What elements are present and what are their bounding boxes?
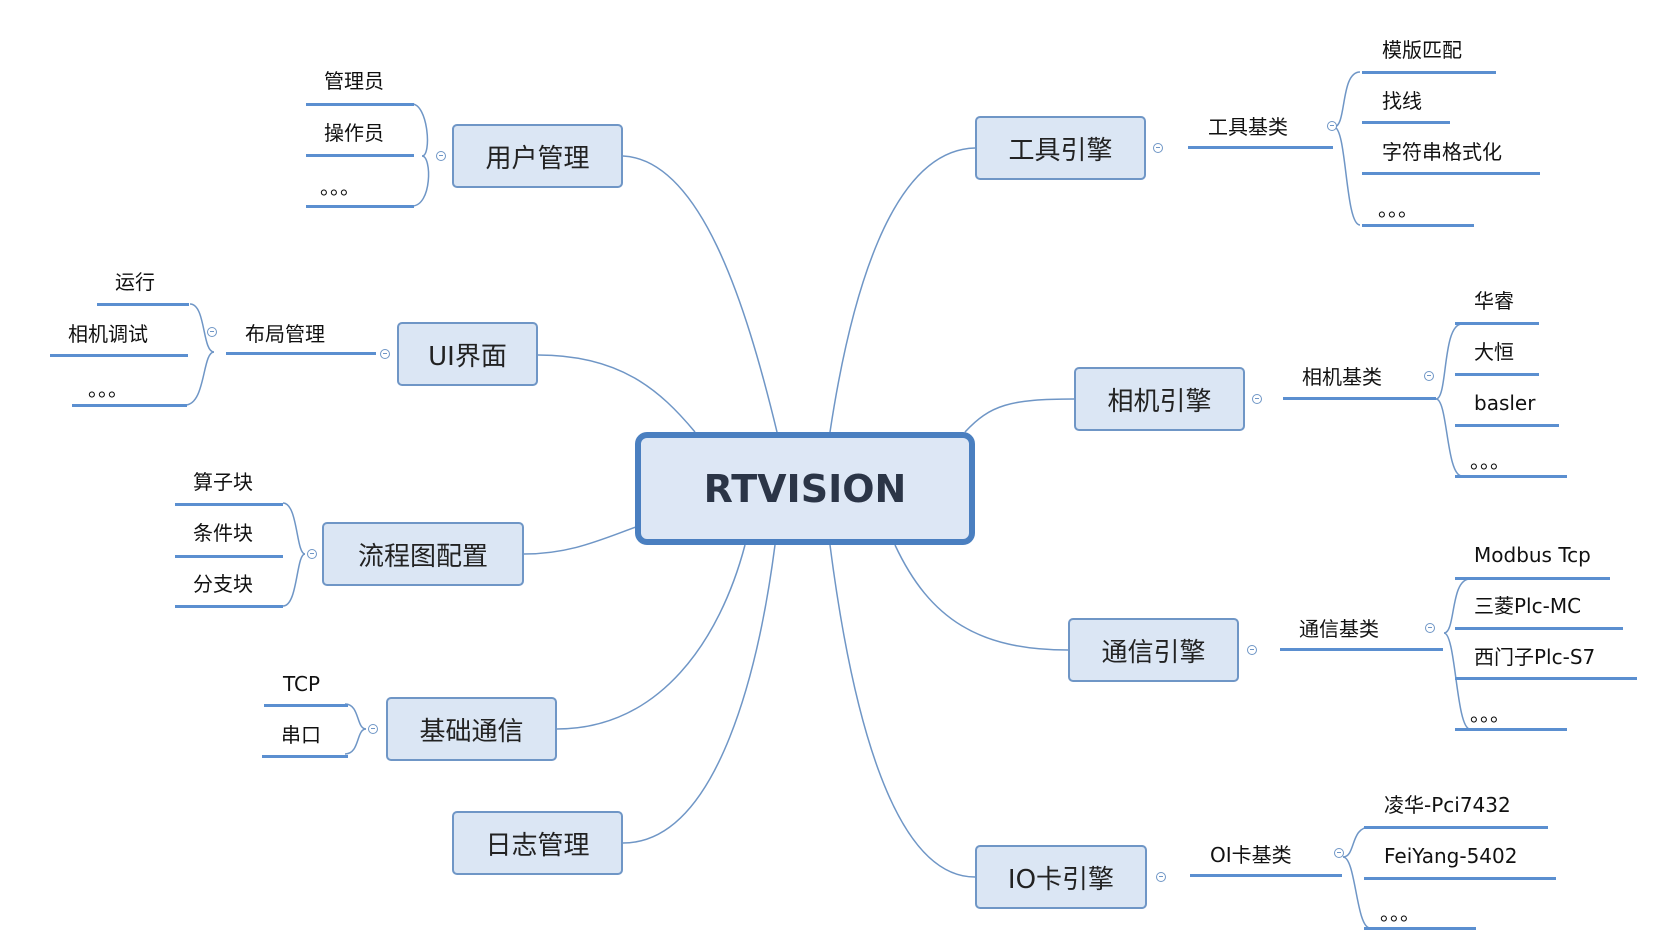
- collapse-icon[interactable]: [368, 724, 378, 734]
- leaf-underline: [306, 154, 414, 157]
- leaf-huarui[interactable]: 华睿: [1474, 289, 1514, 313]
- sub-io-card-base[interactable]: OI卡基类: [1210, 843, 1292, 867]
- sub-underline: [1280, 648, 1443, 651]
- leaf-adlink-pci7432[interactable]: 凌华-Pci7432: [1384, 793, 1511, 817]
- leaf-underline: [97, 303, 189, 306]
- leaf-underline: [1362, 172, 1540, 175]
- collapse-icon[interactable]: [1425, 623, 1435, 633]
- leaf-admin[interactable]: 管理员: [324, 69, 384, 93]
- leaf-condition-block[interactable]: 条件块: [193, 521, 253, 545]
- collapse-icon[interactable]: [207, 327, 217, 337]
- sub-underline: [1283, 397, 1436, 400]
- leaf-underline: [1455, 677, 1637, 680]
- link-user: [622, 155, 778, 433]
- leaf-underline: [1455, 475, 1567, 478]
- leaf-operator[interactable]: 操作员: [324, 121, 384, 145]
- collapse-icon[interactable]: [380, 349, 390, 359]
- sub-underline: [1190, 874, 1342, 877]
- sub-communication-base[interactable]: 通信基类: [1299, 617, 1379, 641]
- sub-layout-management[interactable]: 布局管理: [245, 322, 325, 346]
- node-tool-engine[interactable]: 工具引擎: [975, 116, 1146, 180]
- leaf-underline: [264, 704, 348, 707]
- leaf-underline: [1364, 826, 1548, 829]
- leaf-branch-block[interactable]: 分支块: [193, 572, 253, 596]
- node-camera-engine[interactable]: 相机引擎: [1074, 367, 1245, 431]
- leaf-more[interactable]: 。。。: [88, 377, 128, 401]
- sub-underline: [1188, 146, 1333, 149]
- leaf-string-format[interactable]: 字符串格式化: [1382, 140, 1502, 164]
- leaf-underline: [50, 354, 188, 357]
- leaf-basler[interactable]: basler: [1474, 391, 1536, 415]
- leaf-mitsubishi-plc[interactable]: 三菱Plc-MC: [1474, 594, 1582, 618]
- link-io: [829, 544, 976, 878]
- link-flow: [523, 526, 637, 555]
- leaf-underline: [1455, 627, 1623, 630]
- leaf-underline: [1362, 224, 1474, 227]
- leaf-siemens-plc[interactable]: 西门子Plc-S7: [1474, 645, 1596, 669]
- link-comm: [556, 544, 746, 730]
- leaf-underline: [1364, 927, 1476, 930]
- collapse-icon[interactable]: [1327, 121, 1337, 131]
- root-node[interactable]: RTVISION: [635, 432, 975, 545]
- leaf-find-line[interactable]: 找线: [1382, 89, 1422, 113]
- leaf-daheng[interactable]: 大恒: [1474, 340, 1514, 364]
- link-ui: [537, 354, 696, 433]
- node-user-management[interactable]: 用户管理: [452, 124, 623, 188]
- node-flowchart-config[interactable]: 流程图配置: [322, 522, 524, 586]
- leaf-tcp[interactable]: TCP: [283, 672, 321, 696]
- leaf-underline: [175, 605, 283, 608]
- leaf-underline: [1455, 577, 1610, 580]
- collapse-icon[interactable]: [1153, 143, 1163, 153]
- collapse-icon[interactable]: [307, 549, 317, 559]
- sub-underline: [226, 352, 376, 355]
- leaf-underline: [1362, 121, 1450, 124]
- leaf-underline: [72, 404, 187, 407]
- node-log-management[interactable]: 日志管理: [452, 811, 623, 875]
- leaf-camera-debug[interactable]: 相机调试: [68, 322, 148, 346]
- link-commengine: [894, 544, 1069, 651]
- node-communication-engine[interactable]: 通信引擎: [1068, 618, 1239, 682]
- sub-tool-base[interactable]: 工具基类: [1208, 115, 1288, 139]
- collapse-icon[interactable]: [436, 151, 446, 161]
- leaf-operator-block[interactable]: 算子块: [193, 470, 253, 494]
- sub-camera-base[interactable]: 相机基类: [1302, 365, 1382, 389]
- collapse-icon[interactable]: [1156, 872, 1166, 882]
- collapse-icon[interactable]: [1247, 645, 1257, 655]
- leaf-modbus-tcp[interactable]: Modbus Tcp: [1474, 543, 1591, 567]
- leaf-more[interactable]: 。。。: [1470, 702, 1510, 726]
- leaf-underline: [1455, 424, 1559, 427]
- collapse-icon[interactable]: [1334, 848, 1344, 858]
- leaf-more[interactable]: 。。。: [1378, 197, 1418, 221]
- leaf-underline: [306, 103, 414, 106]
- leaf-underline: [1364, 877, 1556, 880]
- leaf-feiyang-5402[interactable]: FeiYang-5402: [1384, 844, 1518, 868]
- leaf-more[interactable]: 。。。: [1470, 449, 1510, 473]
- leaf-serial[interactable]: 串口: [281, 723, 321, 747]
- leaf-run[interactable]: 运行: [115, 270, 155, 294]
- collapse-icon[interactable]: [1252, 394, 1262, 404]
- leaf-more[interactable]: 。。。: [1380, 901, 1420, 925]
- link-log: [622, 544, 776, 844]
- leaf-underline: [1455, 322, 1539, 325]
- node-io-card-engine[interactable]: IO卡引擎: [975, 845, 1147, 909]
- link-tool: [829, 147, 976, 433]
- leaf-underline: [306, 205, 414, 208]
- leaf-underline: [1362, 71, 1496, 74]
- link-camera: [964, 398, 1075, 433]
- leaf-underline: [175, 555, 283, 558]
- leaf-underline: [175, 503, 283, 506]
- leaf-underline: [1455, 373, 1539, 376]
- leaf-more[interactable]: 。。。: [320, 175, 360, 199]
- node-ui[interactable]: UI界面: [397, 322, 538, 386]
- collapse-icon[interactable]: [1424, 371, 1434, 381]
- leaf-underline: [1455, 728, 1567, 731]
- node-basic-communication[interactable]: 基础通信: [386, 697, 557, 761]
- leaf-underline: [262, 755, 348, 758]
- leaf-template-match[interactable]: 模版匹配: [1382, 38, 1462, 62]
